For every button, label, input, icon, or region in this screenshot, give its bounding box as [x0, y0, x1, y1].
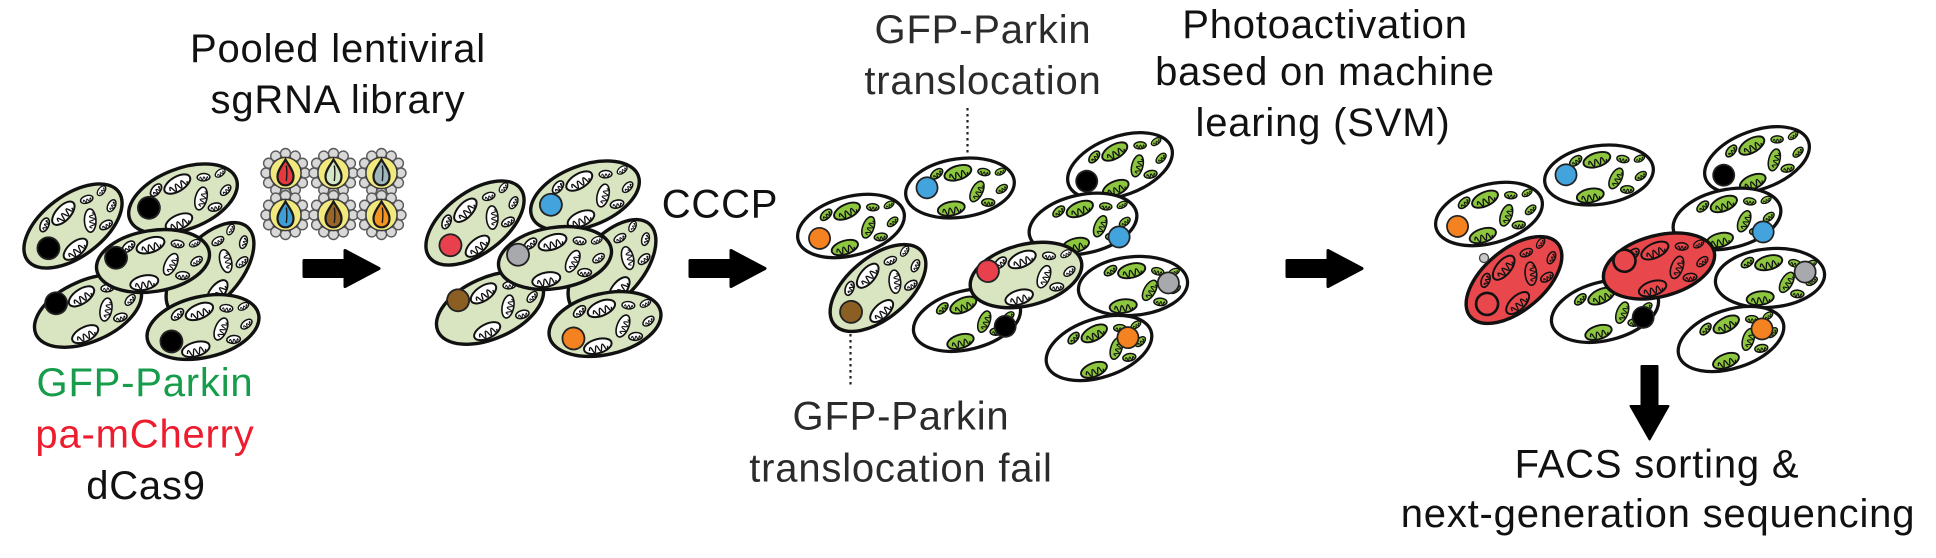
- svg-text:sgRNA library: sgRNA library: [211, 78, 466, 122]
- svg-text:based on machine: based on machine: [1155, 50, 1495, 94]
- svg-text:FACS sorting &: FACS sorting &: [1515, 443, 1800, 487]
- svg-text:Photoactivation: Photoactivation: [1182, 3, 1468, 47]
- svg-text:GFP-Parkin: GFP-Parkin: [37, 361, 254, 405]
- svg-text:translocation fail: translocation fail: [749, 447, 1052, 491]
- svg-text:dCas9: dCas9: [86, 464, 206, 508]
- svg-text:CCCP: CCCP: [662, 183, 779, 227]
- svg-text:learing (SVM): learing (SVM): [1196, 101, 1451, 145]
- svg-text:GFP-Parkin: GFP-Parkin: [875, 8, 1092, 52]
- svg-text:GFP-Parkin: GFP-Parkin: [793, 395, 1010, 439]
- svg-text:next-generation sequencing: next-generation sequencing: [1401, 492, 1916, 536]
- svg-text:pa-mCherry: pa-mCherry: [35, 413, 254, 457]
- svg-text:Pooled lentiviral: Pooled lentiviral: [190, 27, 486, 71]
- svg-text:translocation: translocation: [864, 59, 1101, 103]
